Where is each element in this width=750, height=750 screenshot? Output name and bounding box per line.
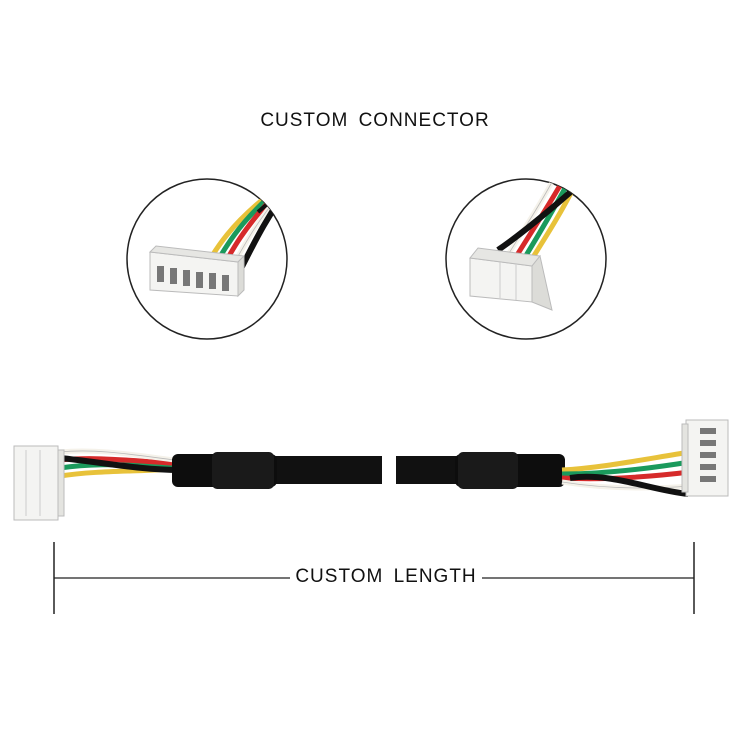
custom-length-label: CUSTOM LENGTH [290,566,482,588]
cable-connector-icon [148,245,246,298]
left-connector-detail [126,178,288,340]
cable-connector-icon [13,445,65,521]
cable-connector-icon [469,247,553,311]
right-connector-detail [445,178,607,340]
cable-connector-icon [681,419,729,497]
cable-right-half [396,419,729,497]
cable-left-half [13,445,382,521]
custom-connector-title: CUSTOM CONNECTOR [260,110,490,131]
